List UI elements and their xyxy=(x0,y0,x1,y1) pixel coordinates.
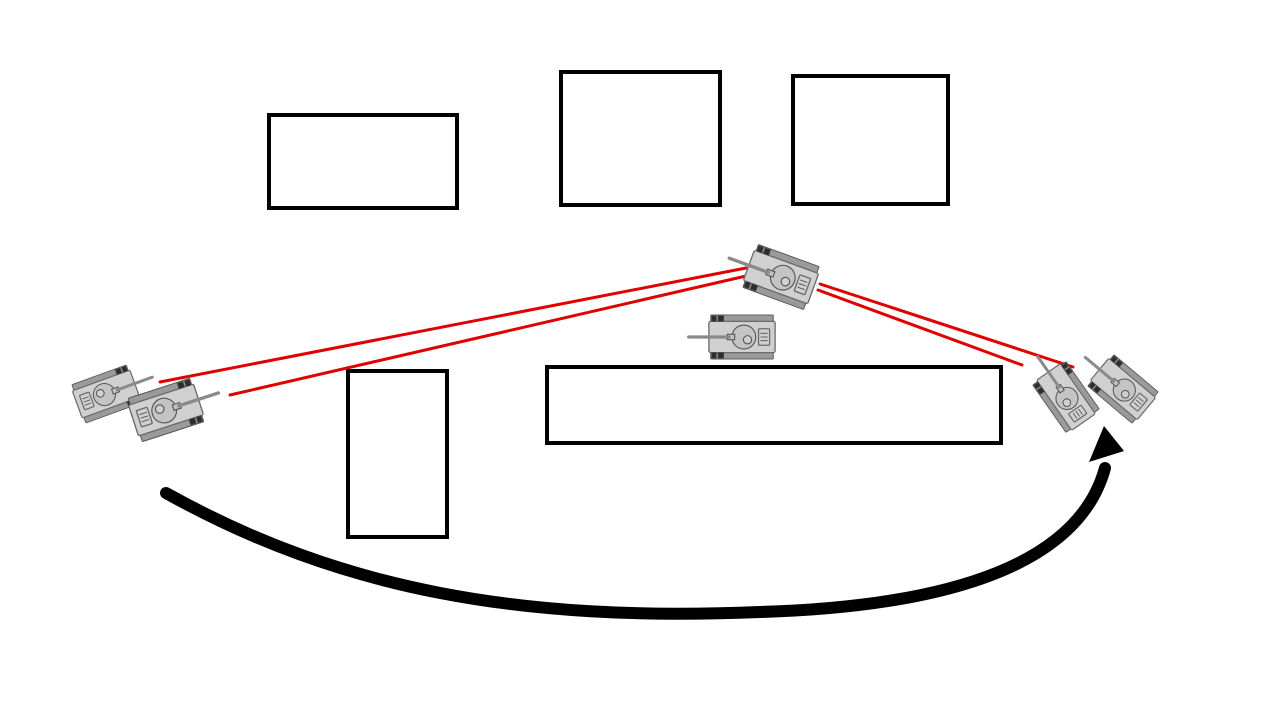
curved-arrow-icon xyxy=(160,462,1111,620)
obstacle-top-center xyxy=(559,70,722,207)
flank-arrow xyxy=(160,426,1124,620)
tank-icon xyxy=(687,313,777,361)
obstacle-lower-left-tall xyxy=(346,369,449,539)
sightline-target-to-right-front xyxy=(816,288,1024,367)
obstacle-lower-center-wide xyxy=(545,365,1003,445)
sightlines xyxy=(158,266,1075,397)
obstacles xyxy=(267,70,1003,539)
sightline-left-front-to-target xyxy=(228,274,748,397)
tank-center-lower xyxy=(687,313,777,361)
tank-center-target xyxy=(719,235,823,312)
obstacle-top-right xyxy=(791,74,950,206)
obstacle-top-left xyxy=(267,113,459,210)
tank-icon xyxy=(719,235,823,312)
tanks xyxy=(68,235,1162,444)
sightline-left-rear-to-target xyxy=(158,266,748,384)
arrowhead-icon xyxy=(1089,426,1124,462)
sightline-target-to-right-rear xyxy=(818,282,1075,369)
